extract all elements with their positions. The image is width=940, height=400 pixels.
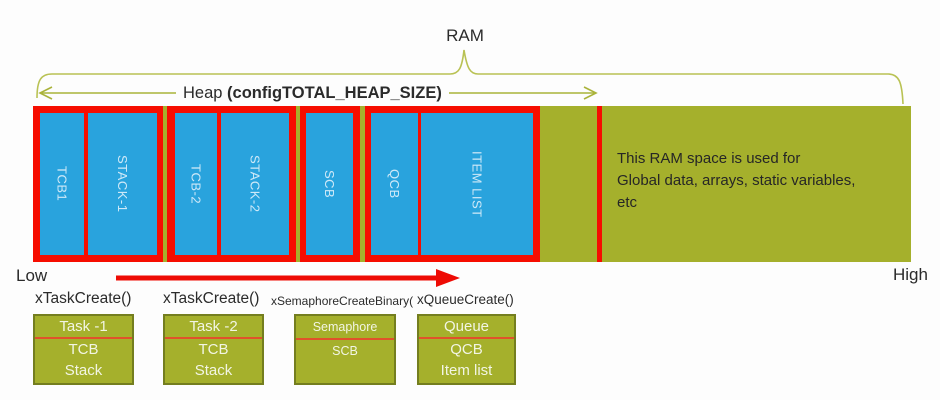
creator-box-semaphore-row-scb: SCB — [332, 344, 358, 358]
ram-brace-icon — [36, 49, 904, 105]
low-address-label: Low — [16, 266, 48, 285]
block-qcb-label: QCB — [387, 169, 402, 199]
block-itemlist-label: ITEM LIST — [469, 150, 485, 218]
memory-bar: TCB1 STACK-1 TCB-2 STACK-2 SCB QCB — [33, 106, 911, 262]
api-label-xqueuecreate: xQueueCreate() — [417, 292, 514, 307]
creator-box-task2-row-stack: Stack — [194, 362, 233, 379]
creator-box-divider — [35, 337, 132, 339]
heap-group-task2: TCB-2 STACK-2 — [167, 106, 296, 262]
heap-end-divider — [597, 106, 602, 262]
creator-box-task1-title: Task -1 — [59, 318, 108, 335]
address-arrowhead-icon — [436, 269, 460, 287]
creator-box-queue-row-qcb: QCB — [450, 341, 483, 358]
creator-box-semaphore: Semaphore SCB — [294, 314, 396, 385]
block-tcb1-label: TCB1 — [54, 166, 70, 202]
heap-group-queue: QCB ITEM LIST — [365, 106, 540, 262]
creator-box-queue-title: Queue — [443, 318, 490, 335]
heap-label-config: (configTOTAL_HEAP_SIZE) — [227, 84, 442, 102]
block-stack2: STACK-2 — [221, 113, 289, 255]
creator-box-divider — [296, 338, 394, 340]
static-ram-note-line1: This RAM space is used for — [617, 150, 801, 167]
static-ram-note: This RAM space is used for Global data, … — [617, 148, 907, 214]
creator-box-divider — [165, 337, 262, 339]
block-stack2-label: STACK-2 — [247, 155, 263, 213]
creator-box-task1-row-stack: Stack — [64, 362, 103, 379]
creator-box-task1: Task -1 TCB Stack — [33, 314, 134, 385]
block-scb-label: SCB — [322, 169, 337, 199]
heap-arrow-right-icon — [583, 86, 598, 100]
block-stack1: STACK-1 — [88, 113, 157, 255]
heap-group-task1: TCB1 STACK-1 — [33, 106, 163, 262]
api-label-xsemaphorecreatebinary: xSemaphoreCreateBinary( — [271, 294, 414, 308]
creator-box-semaphore-title: Semaphore — [312, 320, 378, 334]
block-scb: SCB — [306, 113, 353, 255]
block-tcb2-label: TCB-2 — [188, 163, 204, 205]
block-itemlist: ITEM LIST — [421, 113, 533, 255]
heap-group-semaphore: SCB — [300, 106, 360, 262]
block-qcb: QCB — [371, 113, 418, 255]
creator-box-task2: Task -2 TCB Stack — [163, 314, 264, 385]
static-ram-note-line3: etc — [617, 194, 638, 211]
high-address-label: High — [893, 265, 928, 284]
creator-box-queue: Queue QCB Item list — [417, 314, 516, 385]
heap-arrow-left-icon — [38, 86, 53, 100]
heap-size-label: Heap (configTOTAL_HEAP_SIZE) — [176, 82, 449, 104]
creator-box-divider — [419, 337, 514, 339]
ram-label: RAM — [446, 26, 484, 45]
block-stack1-label: STACK-1 — [115, 155, 130, 213]
block-tcb1: TCB1 — [40, 113, 84, 255]
creator-box-task2-title: Task -2 — [189, 318, 238, 335]
block-tcb2: TCB-2 — [175, 113, 217, 255]
creator-box-task1-row-tcb: TCB — [68, 341, 99, 358]
api-label-xtaskcreate-2: xTaskCreate() — [163, 290, 260, 307]
creator-box-queue-row-itemlist: Item list — [440, 362, 493, 379]
creator-box-task2-row-tcb: TCB — [198, 341, 229, 358]
api-label-xtaskcreate-1: xTaskCreate() — [35, 290, 132, 307]
heap-label-prefix: Heap — [183, 84, 228, 102]
static-ram-note-line2: Global data, arrays, static variables, — [617, 172, 856, 189]
